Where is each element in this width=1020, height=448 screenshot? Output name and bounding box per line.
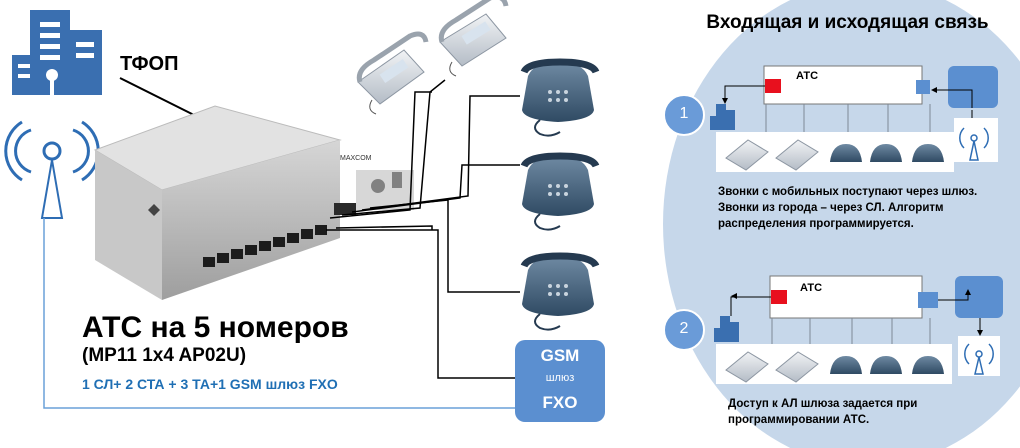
scenario-2-ats-label: АТС xyxy=(800,282,823,294)
analog-phone-3 xyxy=(520,252,600,331)
ats-configuration: 1 СЛ+ 2 СТА + 3 ТА+1 GSM шлюз FXO xyxy=(82,376,338,392)
scenario-2-description: Доступ к АЛ шлюза задается при программи… xyxy=(728,398,918,426)
right-panel-background xyxy=(663,0,1020,448)
gsm-gateway-label-middle: шлюз xyxy=(545,372,575,384)
analog-phone-2 xyxy=(520,152,600,231)
system-phone-1 xyxy=(356,31,429,115)
phone-wiring xyxy=(326,79,520,379)
pbx-device-image: MAXCOM xyxy=(93,105,414,300)
right-panel-title: Входящая и исходящая связь xyxy=(706,12,989,33)
gsm-antenna-line xyxy=(43,218,515,409)
gsm-gateway-box xyxy=(515,340,605,422)
analog-phone-1 xyxy=(520,58,600,137)
ats-model: (MP11 1x4 AP02U) xyxy=(82,345,247,366)
pstn-label: ТФОП xyxy=(120,53,179,75)
scenario-2-number: 2 xyxy=(679,320,689,337)
scenario-1-diagram xyxy=(663,65,998,172)
scenario-1-number: 1 xyxy=(679,105,689,122)
antenna-icon xyxy=(4,120,100,219)
svg-text:MAXCOM: MAXCOM xyxy=(340,155,372,162)
gsm-gateway-label-top: GSM xyxy=(540,346,580,365)
scenario-2-diagram xyxy=(663,275,1003,384)
scenario-1-description: Звонки с мобильных поступают через шлюз.… xyxy=(718,186,978,230)
building-icon xyxy=(12,10,102,95)
gsm-gateway-label-bottom: FXO xyxy=(542,393,578,412)
scenario-1-ats-label: АТС xyxy=(796,70,819,82)
ats-title: АТС на 5 номеров xyxy=(82,311,349,344)
system-phone-2 xyxy=(438,0,509,77)
